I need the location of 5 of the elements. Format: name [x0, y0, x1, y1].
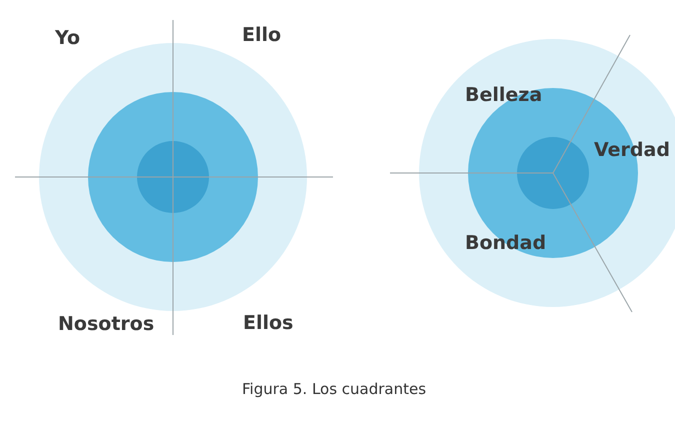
- figure-caption: Figura 5. Los cuadrantes: [242, 382, 426, 397]
- quadrant-label: Ellos: [243, 314, 294, 333]
- quadrant-label: Ello: [242, 26, 282, 45]
- quadrant-label: Nosotros: [58, 315, 154, 334]
- quadrant-label: Yo: [55, 29, 80, 48]
